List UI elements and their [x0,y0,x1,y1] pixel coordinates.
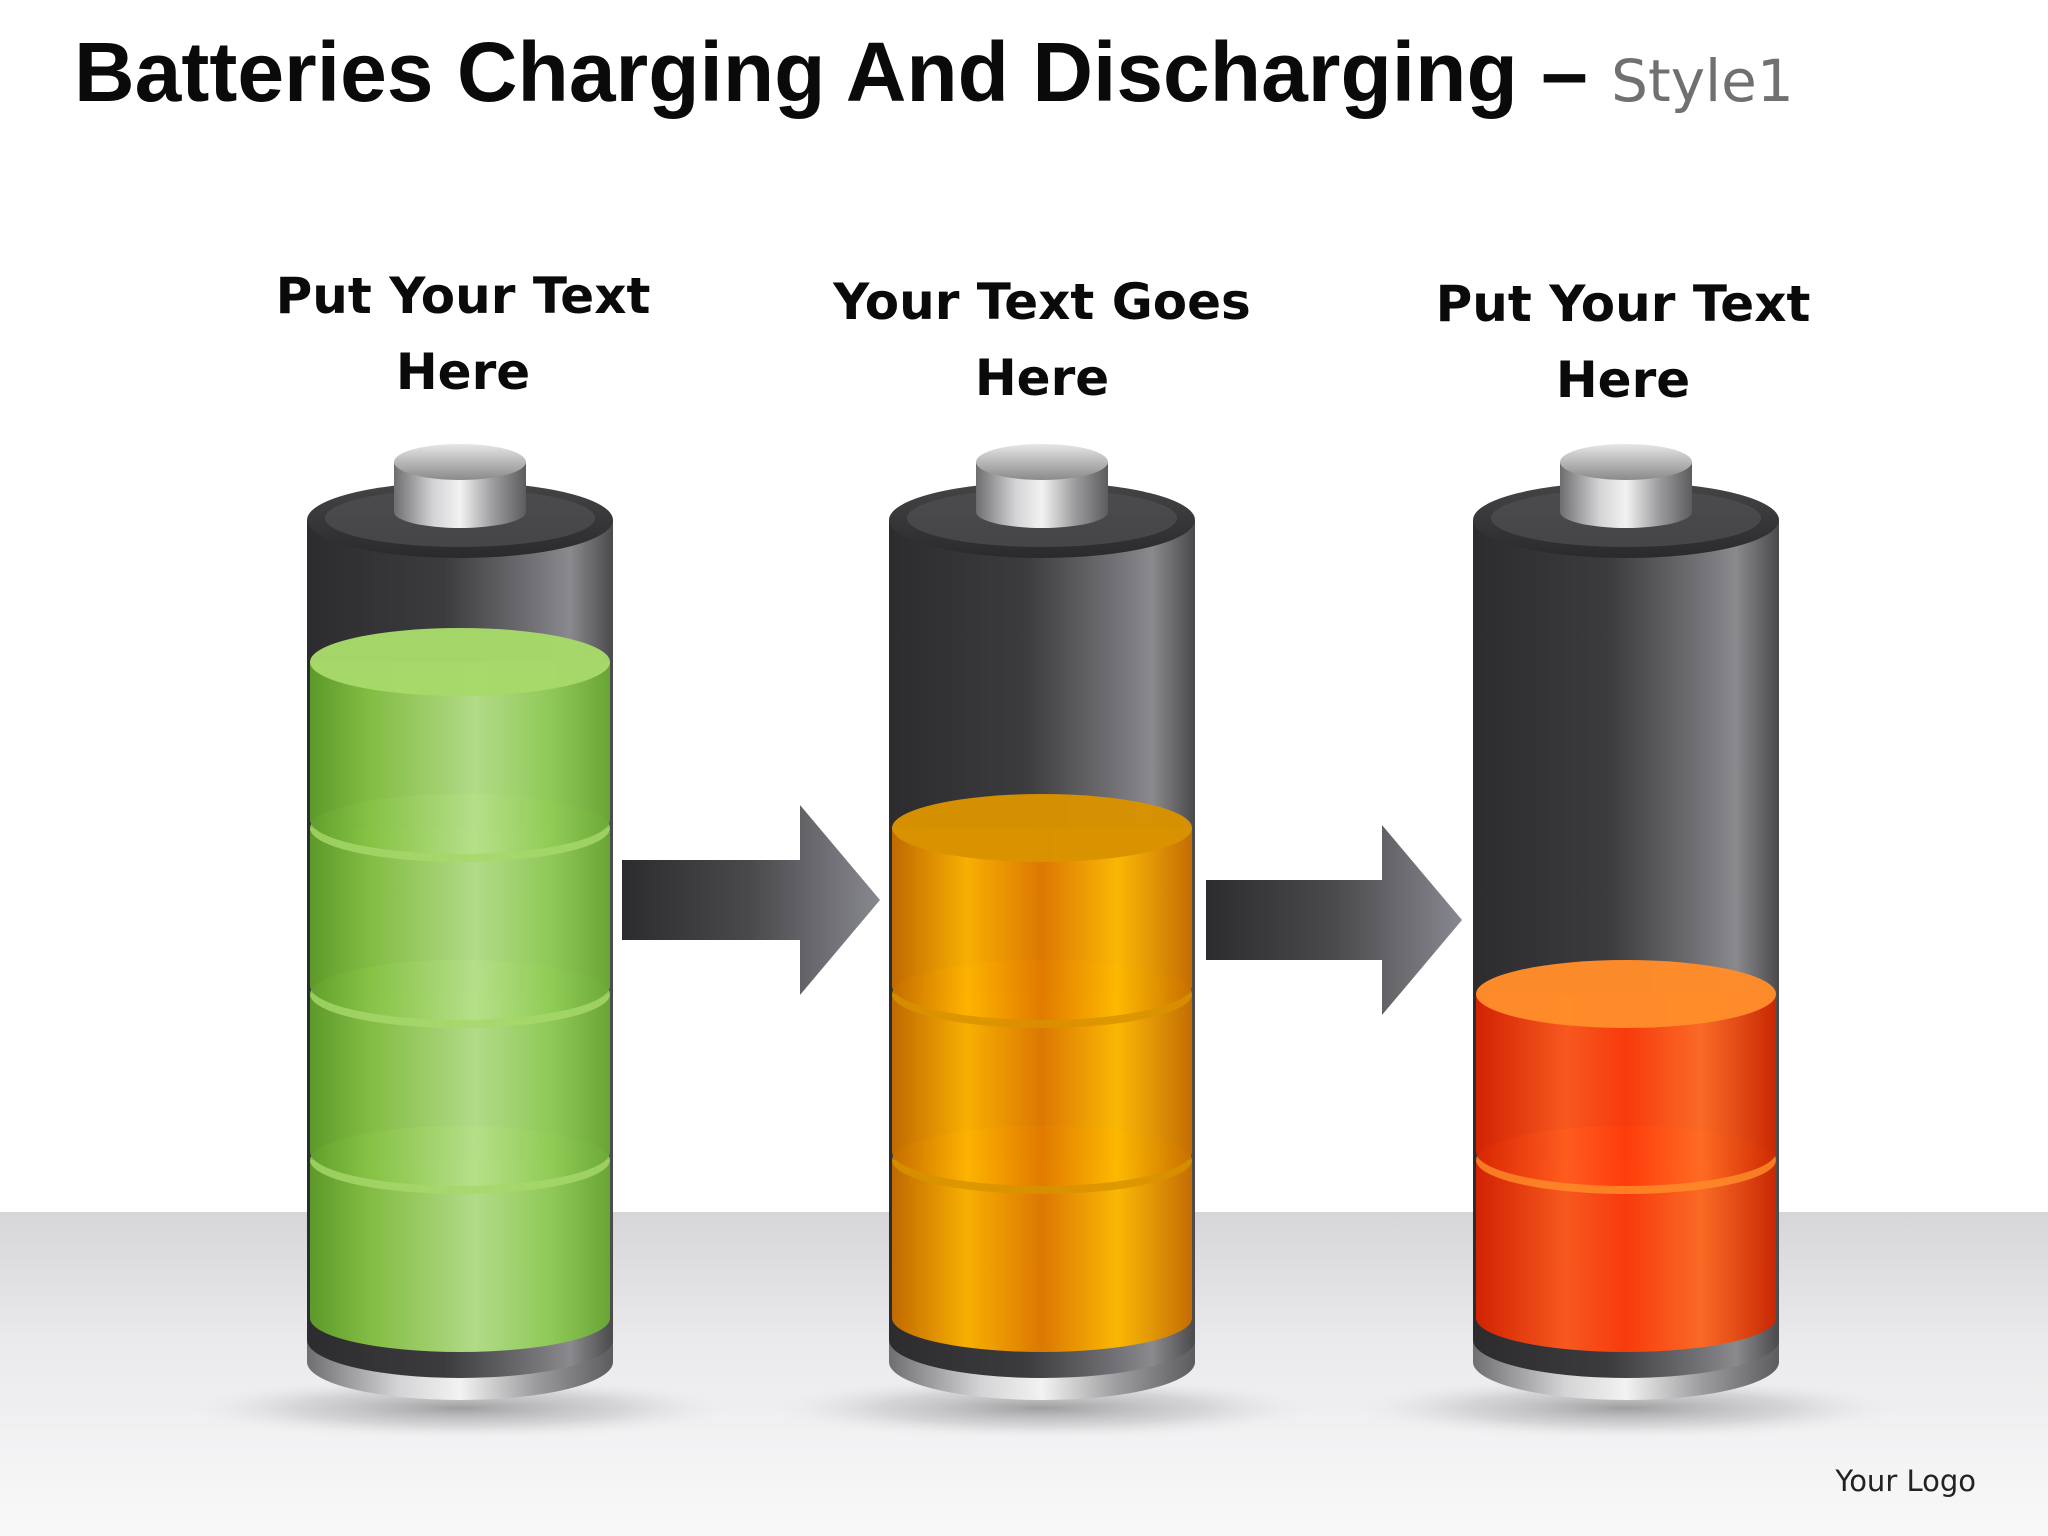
title-style: Style1 [1611,47,1794,115]
stage-2-label-line1: Your Text Goes [833,273,1251,331]
battery-shadow [772,1378,1312,1438]
battery-terminal-top [1560,444,1692,480]
charge-segment-side [310,994,610,1186]
arrow-right-icon [622,805,880,995]
charge-segment-top [310,628,610,696]
title-dash: – [1517,25,1612,119]
charge-segment-side [310,828,610,1020]
battery-3 [1356,444,1896,1438]
charge-segment-top [892,794,1192,862]
battery-terminal [394,462,526,528]
battery-terminal [976,462,1108,528]
page-title: Batteries Charging And Discharging – Sty… [74,22,1794,131]
stage-1-label-line1: Put Your Text [275,267,651,325]
charge-segment-side [892,1160,1192,1352]
battery-terminal-top [976,444,1108,480]
battery-shadow [190,1378,730,1438]
charge-segment-side [310,662,610,854]
logo-placeholder: Your Logo [1835,1464,1976,1498]
stage-2-label-line2: Here [974,349,1110,407]
battery-1 [190,444,730,1438]
stage-3-label-line1: Put Your Text [1435,275,1811,333]
charge-segment-side [1476,1160,1776,1352]
charge-segment-side [1476,994,1776,1186]
charge-segment [1476,960,1776,1186]
charge-segment [310,628,610,854]
charge-segment-side [310,1160,610,1352]
stage-3-label-line2: Here [1555,351,1691,409]
batteries-layer [190,444,1896,1438]
arrows-layer [622,805,1462,1015]
battery-shadow [1356,1378,1896,1438]
title-main: Batteries Charging And Discharging [74,25,1518,119]
charge-segment-side [892,828,1192,1020]
charge-segment [892,794,1192,1020]
battery-2 [772,444,1312,1438]
battery-terminal [1560,462,1692,528]
battery-terminal-top [394,444,526,480]
charge-segment-top [1476,960,1776,1028]
arrow-right-icon [1206,825,1462,1015]
charge-segment-side [892,994,1192,1186]
stage-1-label-line2: Here [395,343,531,401]
